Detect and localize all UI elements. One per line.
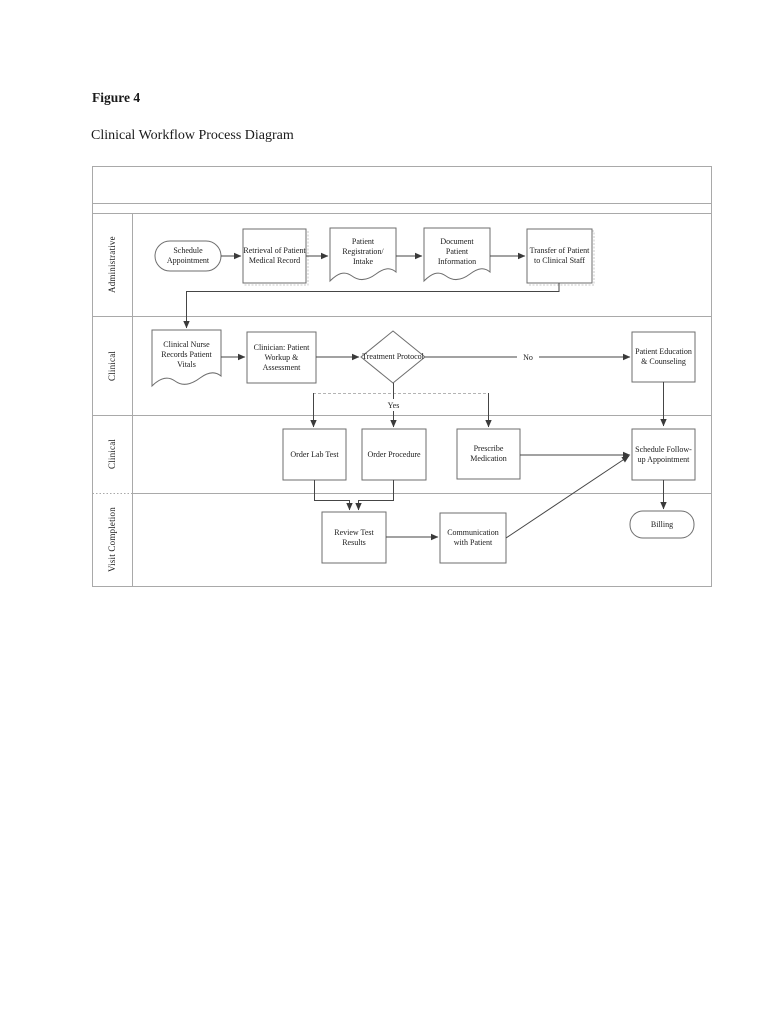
registration-intake-document <box>329 227 397 283</box>
connector-orderlab-to-review <box>314 480 353 511</box>
order-procedure-process <box>361 428 427 481</box>
document-info-label: Document Patient Information <box>437 237 477 266</box>
connector-orderprocedure-to-review <box>355 480 394 511</box>
figure-caption: Clinical Workflow Process Diagram <box>91 128 294 143</box>
lane-label-clinical-2: Clinical <box>107 438 117 470</box>
swimlane-grid <box>92 166 712 587</box>
order-lab-test-label: Order Lab Test <box>290 449 339 459</box>
nurse-vitals-label: Clinical Nurse Records Patient Vitals <box>161 340 212 369</box>
registration-intake-label: Patient Registration/ Intake <box>342 237 384 266</box>
diagram-outer-frame <box>92 166 712 587</box>
order-lab-test-process <box>282 428 347 481</box>
order-procedure-label: Order Procedure <box>367 449 421 459</box>
patient-education-process <box>631 331 696 383</box>
billing-label: Billing <box>650 519 674 529</box>
retrieval-record-label: Retrieval of Patient Medical Record <box>243 246 306 265</box>
review-results-process <box>321 511 387 564</box>
flowchart-canvas <box>92 166 712 587</box>
edge-label-no: No <box>517 351 539 363</box>
lane-label-visit-completion: Visit Completion <box>107 507 117 572</box>
edge-label-yes: Yes <box>383 399 404 411</box>
schedule-followup-label: Schedule Follow-up Appointment <box>635 444 692 464</box>
review-results-label: Review Test Results <box>334 527 374 547</box>
connector-communication-to-followup <box>505 455 630 539</box>
prescribe-medication-label: Prescribe Medication <box>470 444 507 463</box>
transfer-staff-process <box>526 228 593 284</box>
document-info-document <box>423 227 491 283</box>
transfer-staff-label: Transfer of Patient to Clinical Staff <box>529 246 590 265</box>
lane-label-administrative: Administrative <box>107 236 117 293</box>
lane-label-clinical-1: Clinical <box>107 350 117 381</box>
prescribe-medication-process <box>456 428 521 480</box>
billing-terminator <box>629 510 695 539</box>
communication-patient-process <box>439 512 507 564</box>
flowchart-labels: Administrative Clinical Clinical Visit C… <box>92 166 712 587</box>
schedule-followup-process <box>631 428 696 481</box>
patient-education-label: Patient Education & Counseling <box>635 347 692 366</box>
treatment-protocol-label: Treatment Protocol <box>362 352 424 361</box>
figure-label: Figure 4 <box>92 90 141 105</box>
nurse-vitals-document <box>151 329 222 388</box>
clinician-workup-label: Clinician: Patient Workup & Assessment <box>253 342 310 372</box>
clinical-workflow-diagram: Administrative Clinical Clinical Visit C… <box>92 166 712 587</box>
retrieval-record-process <box>242 228 307 284</box>
flowchart-shapes <box>151 227 696 564</box>
connector-transfer-to-nursevitals <box>183 283 560 329</box>
communication-patient-label: Communication with Patient <box>447 528 499 547</box>
schedule-appointment-label: Schedule Appointment <box>166 246 210 265</box>
